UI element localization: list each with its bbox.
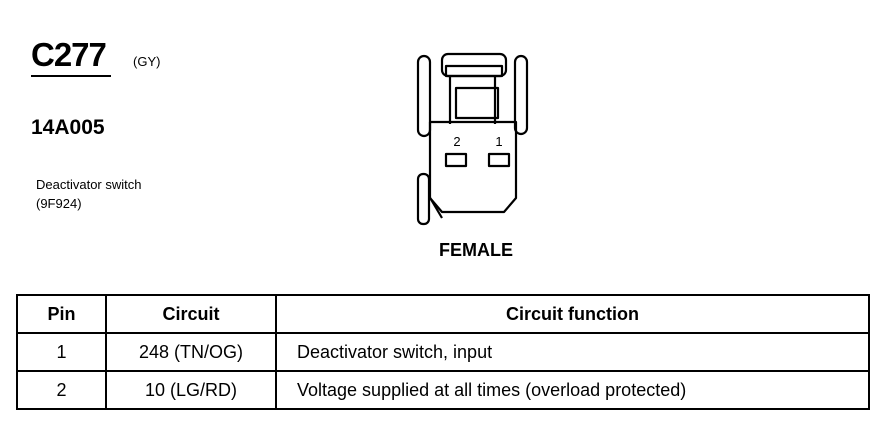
pin-label-2: 2: [453, 134, 460, 149]
release-window: [454, 86, 500, 120]
left-latch-arm: [416, 54, 432, 138]
view-label: FEMALE: [439, 240, 513, 260]
header-circuit-function: Circuit function: [275, 294, 870, 334]
lower-guide-edge: [428, 195, 443, 219]
pin-label-1: 1: [495, 134, 502, 149]
connector-id-underline: [31, 75, 111, 77]
connector-id: C277: [31, 36, 107, 73]
lower-guide: [416, 172, 431, 226]
connector-diagram: 2 1: [416, 52, 529, 226]
component-name: Deactivator switch: [36, 177, 142, 192]
cell-circuit: 10 (LG/RD): [105, 370, 277, 410]
cell-circuit: 248 (TN/OG): [105, 332, 277, 372]
pin-table: Pin Circuit Circuit function 1 248 (TN/O…: [16, 294, 870, 410]
part-number: 14A005: [31, 116, 105, 139]
table-row: 1 248 (TN/OG) Deactivator switch, input: [16, 332, 870, 372]
component-code: (9F924): [36, 196, 82, 211]
pin-cavity-1: [487, 152, 511, 168]
header-circuit: Circuit: [105, 294, 277, 334]
cell-function: Voltage supplied at all times (overload …: [275, 370, 870, 410]
right-latch-arm: [513, 54, 529, 136]
table-header-row: Pin Circuit Circuit function: [16, 294, 870, 334]
connector-color: (GY): [133, 54, 161, 69]
header-pin: Pin: [16, 294, 107, 334]
cell-pin: 1: [16, 332, 107, 372]
table-row: 2 10 (LG/RD) Voltage supplied at all tim…: [16, 370, 870, 410]
upper-frame: [448, 76, 497, 124]
cell-function: Deactivator switch, input: [275, 332, 870, 372]
pin-cavity-2: [444, 152, 468, 168]
lock-tab-inner: [444, 64, 504, 78]
cell-pin: 2: [16, 370, 107, 410]
